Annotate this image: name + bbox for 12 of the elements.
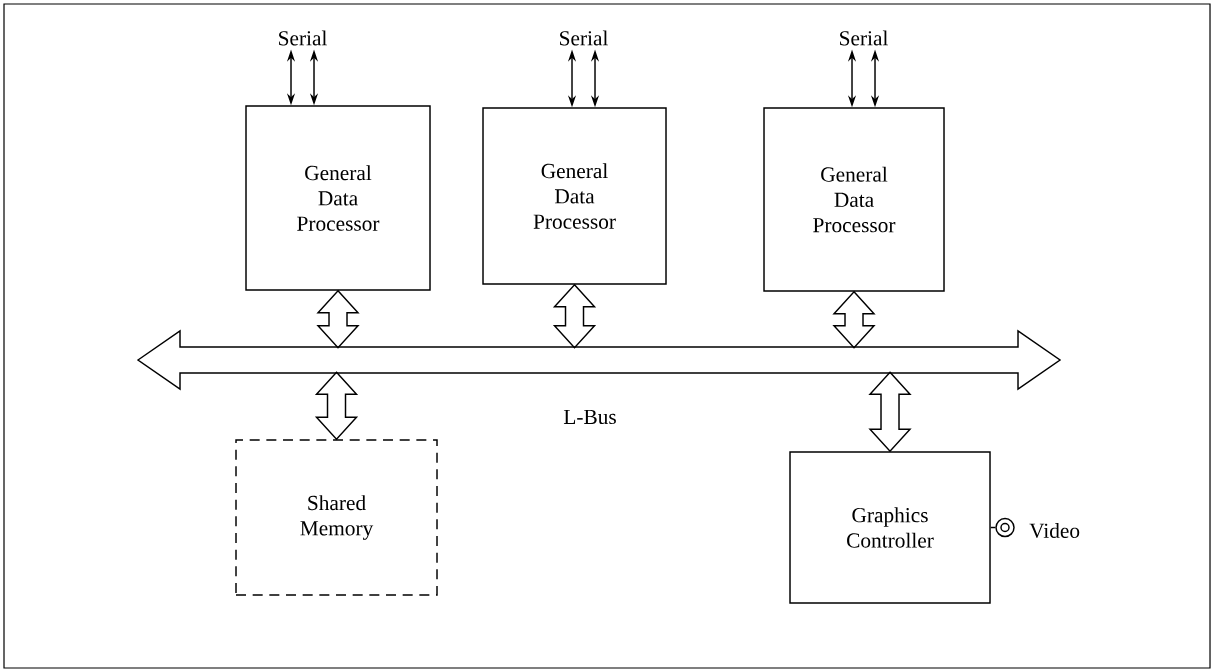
block-arrow xyxy=(868,371,912,453)
label: Serial xyxy=(840,30,888,46)
bus-label: L-Bus xyxy=(563,409,616,425)
label: Serial xyxy=(279,30,327,46)
label: Video xyxy=(1029,522,1080,539)
block-arrow xyxy=(314,371,359,441)
process-box: General Data Processor xyxy=(482,107,667,285)
label: Serial xyxy=(560,30,608,46)
process-box: General Data Processor xyxy=(763,107,945,292)
memory-box: Shared Memory xyxy=(235,439,438,596)
process-box: Graphics Controller xyxy=(789,451,991,604)
process-box: General Data Processor xyxy=(245,105,431,291)
